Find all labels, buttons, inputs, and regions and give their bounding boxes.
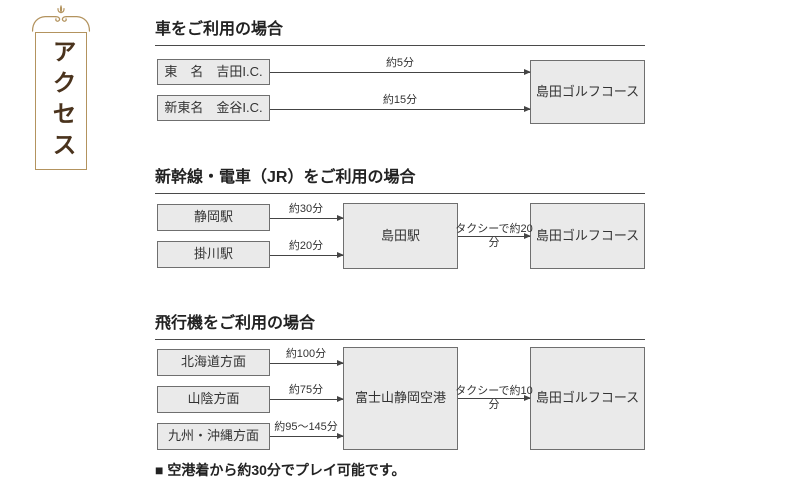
duration-label-train-1: 約30分 bbox=[288, 203, 324, 215]
scroll-ornament-icon bbox=[31, 5, 91, 32]
section-title-car: 車をご利用の場合 bbox=[155, 19, 645, 46]
duration-label-plane-1: 約100分 bbox=[285, 348, 327, 360]
access-label: アクセス bbox=[48, 39, 74, 163]
arrow-car-2 bbox=[270, 106, 531, 112]
taxi-label-plane: タクシーで約10 分 bbox=[450, 384, 538, 412]
arrow-plane-2 bbox=[270, 396, 344, 402]
origin-box-tomei-yoshida: 東 名 吉田I.C. bbox=[157, 59, 270, 85]
duration-label-plane-3: 約95～145分 bbox=[274, 421, 338, 433]
duration-label-train-2: 約20分 bbox=[288, 240, 324, 252]
arrow-plane-taxi bbox=[458, 395, 531, 401]
hub-box-fujisan-shizuoka-airport: 富士山静岡空港 bbox=[343, 347, 458, 450]
arrow-train-1 bbox=[270, 215, 344, 221]
origin-box-kyushu-okinawa: 九州・沖縄方面 bbox=[157, 423, 270, 450]
taxi-label-train-line1: タクシーで約20 bbox=[455, 223, 533, 235]
origin-box-sanin: 山陰方面 bbox=[157, 386, 270, 413]
hub-box-shimada-station: 島田駅 bbox=[343, 203, 458, 269]
origin-box-shizuoka-station: 静岡駅 bbox=[157, 204, 270, 231]
destination-box-car: 島田ゴルフコース bbox=[530, 60, 645, 124]
section-title-plane: 飛行機をご利用の場合 bbox=[155, 313, 645, 340]
taxi-label-train: タクシーで約20 分 bbox=[450, 222, 538, 250]
arrow-train-2 bbox=[270, 252, 344, 258]
arrow-car-1 bbox=[270, 69, 531, 75]
access-panel: アクセス bbox=[35, 32, 87, 170]
duration-label-car-2: 約15分 bbox=[382, 94, 418, 106]
destination-box-train: 島田ゴルフコース bbox=[530, 203, 645, 269]
arrow-plane-3 bbox=[270, 433, 344, 439]
origin-box-kakegawa-station: 掛川駅 bbox=[157, 241, 270, 268]
section-title-train: 新幹線・電車（JR）をご利用の場合 bbox=[155, 167, 645, 194]
arrow-train-taxi bbox=[458, 233, 531, 239]
duration-label-car-1: 約5分 bbox=[385, 57, 415, 69]
taxi-label-train-line2: 分 bbox=[488, 237, 500, 249]
taxi-label-plane-line2: 分 bbox=[488, 399, 500, 411]
footer-note: ■ 空港着から約30分でプレイ可能です。 bbox=[155, 462, 406, 478]
taxi-label-plane-line1: タクシーで約10 bbox=[455, 385, 533, 397]
destination-box-plane: 島田ゴルフコース bbox=[530, 347, 645, 450]
arrow-plane-1 bbox=[270, 360, 344, 366]
duration-label-plane-2: 約75分 bbox=[288, 384, 324, 396]
origin-box-shintomei-kanaya: 新東名 金谷I.C. bbox=[157, 95, 270, 121]
origin-box-hokkaido: 北海道方面 bbox=[157, 349, 270, 376]
